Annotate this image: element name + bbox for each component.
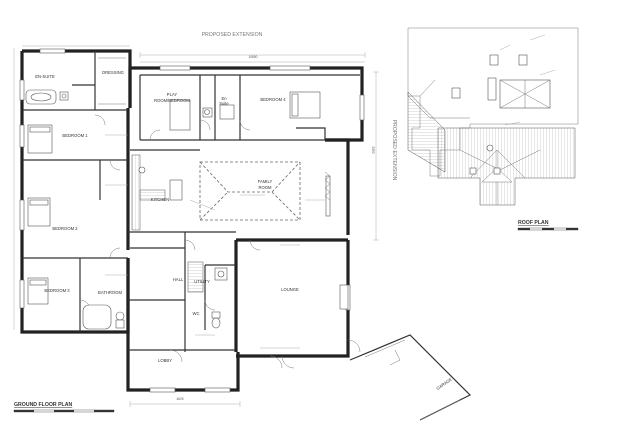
room-bedroom-1: BEDROOM 1 — [62, 133, 88, 138]
door-swings — [79, 114, 361, 369]
room-bathroom: BATHROOM — [98, 290, 122, 295]
room-wc: WC — [193, 311, 200, 316]
room-family-room-line2: ROOM — [258, 185, 272, 190]
room-en-suite: EN-SUITE — [35, 74, 55, 79]
ground-floor-plan-title: GROUND FLOOR PLAN — [14, 402, 72, 408]
fixtures — [25, 57, 349, 330]
room-bedroom-4: BEDROOM 4 — [260, 97, 286, 102]
room-garage: GARAGE — [435, 376, 453, 390]
room-bedroom-2: BEDROOM 2 — [52, 226, 78, 231]
proposed-extension-side-label: PROPOSED EXTENSION — [391, 120, 397, 181]
family-room-roof-light — [199, 161, 301, 221]
room-en-suite-small-line2: Suite — [219, 101, 229, 106]
room-kitchen: KITCHEN — [151, 197, 169, 202]
room-hall: HALL — [173, 277, 184, 282]
room-en-suite-small-line1: En — [221, 96, 227, 101]
ground-floor-scale-bar — [13, 409, 115, 413]
ground-floor-plan: PROPOSED EXTENSION 10650 PROPOSED EXTENS… — [13, 32, 472, 421]
room-utility: UTILITY — [194, 279, 210, 284]
room-lounge: LOUNGE — [281, 287, 299, 292]
roof-plan: ROOF PLAN — [407, 27, 579, 231]
proposed-extension-top-label: PROPOSED EXTENSION — [202, 32, 263, 38]
dimension-top-label: 10650 — [249, 55, 258, 59]
dimension-bottom-label: 4625 — [176, 397, 183, 401]
room-family-room-line1: FAMILY — [258, 179, 273, 184]
dimension-side-label: 5350 — [371, 146, 375, 153]
roof-plan-scale-bar — [517, 227, 579, 231]
windows — [19, 48, 365, 393]
room-play-room-line1: PLAY — [167, 92, 178, 97]
room-dressing: DRESSING — [102, 70, 124, 75]
room-play-room-line2: ROOM/BEDROOM — [154, 98, 190, 103]
room-bedroom-3: BEDROOM 3 — [44, 288, 70, 293]
roof-plan-title: ROOF PLAN — [518, 220, 549, 226]
room-lobby: LOBBY — [158, 358, 172, 363]
garage-outline — [349, 334, 472, 421]
annotation-leaders — [105, 134, 325, 349]
